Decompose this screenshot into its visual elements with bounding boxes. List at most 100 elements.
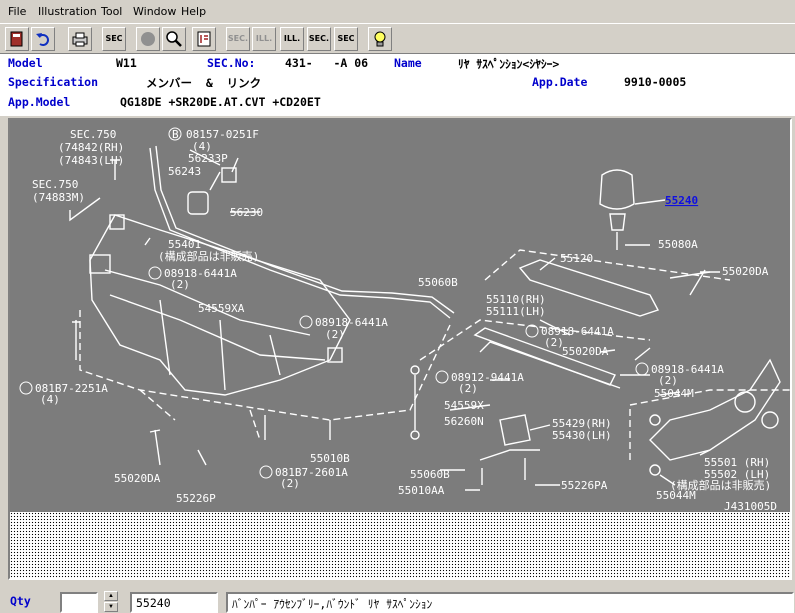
label-55080a[interactable]: 55080A xyxy=(658,238,698,251)
label-55401[interactable]: 55401 xyxy=(168,238,201,251)
bottom-bar: Qty ▲ ▼ 55240 ﾊﾞﾝﾊﾟｰ ｱｳｾﾝﾌﾞﾘｰ,ﾊﾞｳﾝﾄﾞ ﾘﾔ … xyxy=(0,583,795,613)
printer-icon xyxy=(72,32,88,47)
label-08918c[interactable]: 08918-6441A xyxy=(541,325,614,338)
menu-illustration[interactable]: Illustration xyxy=(38,5,97,18)
label-56260n[interactable]: 56260N xyxy=(444,415,484,428)
name-label: Name xyxy=(394,56,422,70)
label-55060b-a[interactable]: 55060B xyxy=(418,276,458,289)
index-button[interactable] xyxy=(192,27,216,51)
search-button[interactable] xyxy=(162,27,186,51)
next-ill-button[interactable]: ILL. xyxy=(280,27,304,51)
qty-up-button[interactable]: ▲ xyxy=(104,591,118,601)
label-08918b[interactable]: 08918-6441A xyxy=(315,316,388,329)
catalog-button[interactable] xyxy=(5,27,29,51)
label-qty2b: (2) xyxy=(325,328,345,341)
dither-strip xyxy=(10,512,790,578)
toolbar: SEC SEC. ILL. ILL. SEC. SEC xyxy=(0,24,795,54)
parts-illustration[interactable]: SEC.750 (74842(RH) (74843(LH) B 08157-02… xyxy=(10,120,790,512)
prev-sec-button[interactable]: SEC. xyxy=(226,27,250,51)
next-sec-button[interactable]: SEC. xyxy=(307,27,331,51)
label-081b7a[interactable]: 081B7-2251A xyxy=(35,382,108,395)
sec-query-button[interactable]: SEC xyxy=(334,27,358,51)
label-55502[interactable]: 55502 (LH) xyxy=(704,468,770,481)
label-55501[interactable]: 55501 (RH) xyxy=(704,456,770,469)
model-value: W11 xyxy=(116,56,137,70)
label-08912[interactable]: 08912-9441A xyxy=(451,371,524,384)
qty-down-button[interactable]: ▼ xyxy=(104,602,118,612)
label-74843[interactable]: (74843(LH) xyxy=(58,154,124,167)
appdate-value: 9910-0005 xyxy=(624,75,687,89)
secno-label: SEC.No: xyxy=(207,56,256,70)
label-55226p[interactable]: 55226P xyxy=(176,492,216,505)
menu-window[interactable]: Window xyxy=(133,5,177,18)
label-55020da-left[interactable]: 55020DA xyxy=(114,472,161,485)
label-081b7b[interactable]: 081B7-2601A xyxy=(275,466,348,479)
label-54559x[interactable]: 54559X xyxy=(444,399,484,412)
sec-list-button[interactable]: SEC xyxy=(102,27,126,51)
label-55060b-b[interactable]: 55060B xyxy=(410,468,450,481)
label-55120[interactable]: 55120 xyxy=(560,252,593,265)
appmodel-label: App.Model xyxy=(8,95,71,109)
nut-symbol-b xyxy=(299,315,313,329)
label-sec750a[interactable]: SEC.750 xyxy=(70,128,116,141)
secno-value: 431- -A 06 xyxy=(285,56,369,70)
label-55044m-b[interactable]: 55044M xyxy=(656,489,696,502)
menu-help[interactable]: Help xyxy=(181,5,207,18)
print-button[interactable] xyxy=(68,27,92,51)
arrow-down-icon: ▼ xyxy=(108,604,114,610)
label-55020da-right[interactable]: 55020DA xyxy=(722,265,769,278)
qty-input[interactable] xyxy=(60,592,98,613)
model-label: Model xyxy=(8,56,43,70)
undo-button[interactable] xyxy=(31,27,55,51)
label-sec750b[interactable]: SEC.750 xyxy=(32,178,78,191)
label-08918d[interactable]: 08918-6441A xyxy=(651,363,724,376)
label-74842[interactable]: (74842(RH) xyxy=(58,141,124,154)
label-55111[interactable]: 55111(LH) xyxy=(486,305,546,318)
page-icon xyxy=(197,31,211,47)
label-08918a[interactable]: 08918-6441A xyxy=(164,267,237,280)
label-55429[interactable]: 55429(RH) xyxy=(552,417,612,430)
label-qty2c: (2) xyxy=(280,477,300,490)
appmodel-value: QG18DE +SR20DE.AT.CVT +CD20ET xyxy=(120,95,321,109)
label-qty2a: (2) xyxy=(170,278,190,291)
label-56243[interactable]: 56243 xyxy=(168,165,201,178)
label-56233p[interactable]: 56233P xyxy=(188,152,228,165)
parts-diagram: SEC.750 (74842(RH) (74843(LH) B 08157-02… xyxy=(19,127,790,512)
label-74883m[interactable]: (74883M) xyxy=(32,191,85,204)
spec-label: Specification xyxy=(8,75,99,89)
label-54559xa[interactable]: 54559XA xyxy=(198,302,245,315)
label-qty2d: (2) xyxy=(544,336,564,349)
label-56230[interactable]: 56230 xyxy=(230,206,263,219)
menu-file[interactable]: File xyxy=(8,5,27,18)
label-55010b[interactable]: 55010B xyxy=(310,452,350,465)
menu-tool[interactable]: Tool xyxy=(101,5,123,18)
label-qty4a: (4) xyxy=(192,140,212,153)
illustration-panel: SEC.750 (74842(RH) (74843(LH) B 08157-02… xyxy=(8,118,792,580)
prev-ill-button[interactable]: ILL. xyxy=(252,27,276,51)
lightbulb-icon xyxy=(374,31,386,47)
label-qty2e: (2) xyxy=(458,382,478,395)
part-number-field: 55240 xyxy=(130,592,218,613)
record-button[interactable] xyxy=(136,27,160,51)
label-55430[interactable]: 55430(LH) xyxy=(552,429,612,442)
nut-symbol-e xyxy=(635,362,649,376)
bolt-symbol-letter: B xyxy=(172,128,179,141)
name-value: ﾘﾔ ｻｽﾍﾟﾝｼｮﾝ<ｼﾔｼｰ> xyxy=(458,57,560,71)
label-55020da-mid[interactable]: 55020DA xyxy=(562,345,609,358)
nut-symbol-a xyxy=(148,266,162,280)
arrow-up-icon: ▲ xyxy=(108,593,114,599)
label-08157[interactable]: 08157-0251F xyxy=(186,128,259,141)
book-icon xyxy=(10,31,23,47)
label-qty4b: (4) xyxy=(40,393,60,406)
label-55010aa[interactable]: 55010AA xyxy=(398,484,445,497)
label-note1: (構成部品は非販売) xyxy=(158,249,259,263)
info-header: Model W11 SEC.No: 431- -A 06 Name ﾘﾔ ｻｽﾍ… xyxy=(0,54,795,116)
appdate-label: App.Date xyxy=(532,75,588,89)
label-55110[interactable]: 55110(RH) xyxy=(486,293,546,306)
label-55240[interactable]: 55240 xyxy=(665,194,698,207)
part-name-field: ﾊﾞﾝﾊﾟｰ ｱｳｾﾝﾌﾞﾘｰ,ﾊﾞｳﾝﾄﾞ ﾘﾔ ｻｽﾍﾟﾝｼｮﾝ xyxy=(226,592,794,613)
label-55226pa[interactable]: 55226PA xyxy=(561,479,608,492)
menu-bar: File Illustration Tool Window Help xyxy=(0,0,795,24)
label-55044m-a[interactable]: 55044M xyxy=(654,387,694,400)
hint-button[interactable] xyxy=(368,27,392,51)
